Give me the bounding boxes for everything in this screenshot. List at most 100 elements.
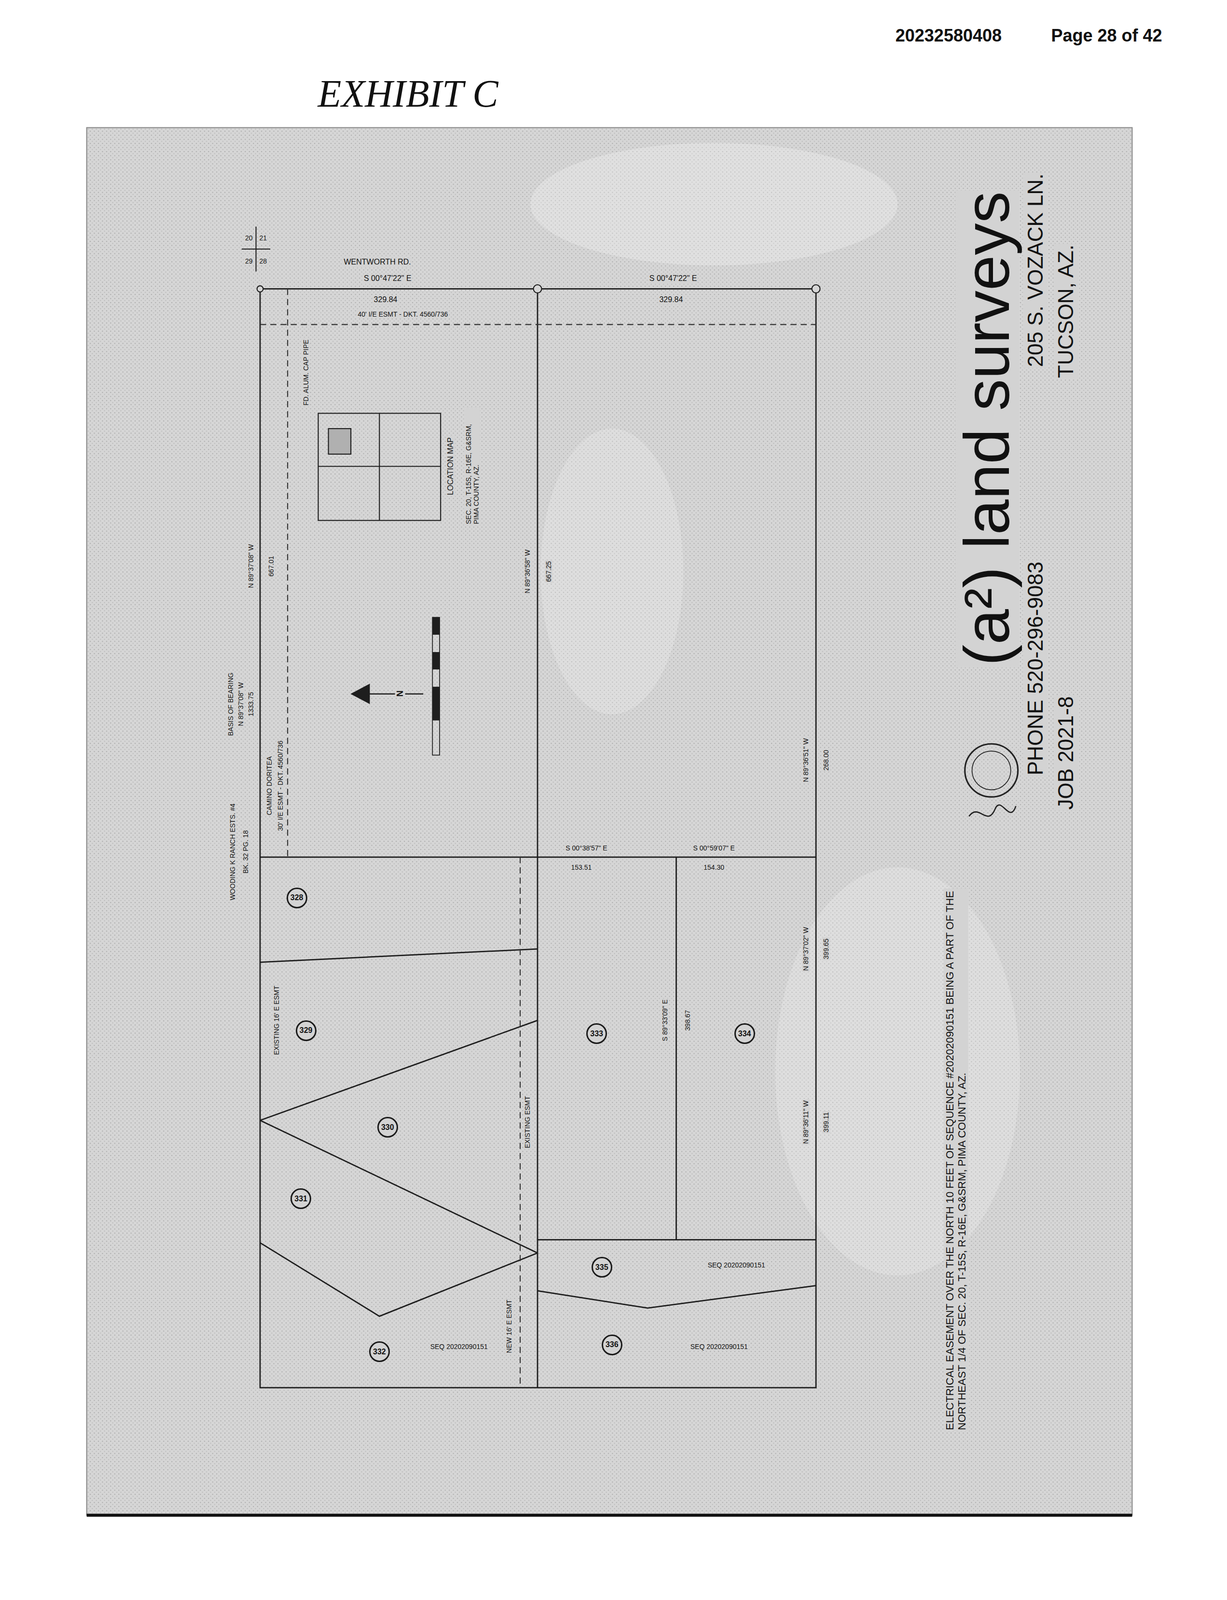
parcel-number-text: 332 <box>372 1347 387 1356</box>
monument <box>533 284 542 293</box>
parcel-number: 335 <box>591 1256 613 1278</box>
north-arrow-shaft <box>361 692 424 695</box>
section-note: SEC. 20, T-15S, R-16E, G&SRM, PIMA COUNT… <box>464 407 481 525</box>
bearing: N 89°37'08" W <box>247 543 255 590</box>
boundary-line <box>675 856 677 1240</box>
section-number: 20 <box>244 233 254 242</box>
section-number: 21 <box>258 233 269 242</box>
scale-bar-block <box>432 617 440 635</box>
scan-frame <box>86 127 1133 1515</box>
scan-blotch <box>540 428 684 715</box>
bearing: S 89°33'09" E <box>661 998 669 1042</box>
company-name: (a²) land surveys <box>955 190 1020 667</box>
distance: 153.51 <box>569 863 593 871</box>
bearing: S 00°47'22" E <box>362 274 413 283</box>
scan-blotch <box>530 142 898 266</box>
boundary-line <box>537 1285 816 1309</box>
bearing: S 00°47'22" E <box>648 274 699 283</box>
easement-note: NEW 16' E ESMT <box>505 1298 513 1354</box>
street-address: 205 S. VOZACK LN. <box>1022 172 1048 369</box>
bearing: N 89°36'58" W <box>523 548 532 594</box>
location-map-line <box>318 465 442 467</box>
distance: 154.30 <box>702 863 726 871</box>
north-letter: N <box>394 689 405 698</box>
easement-line <box>519 856 521 1388</box>
easement-note: 40' I/E ESMT - DKT. 4560/736 <box>357 310 450 318</box>
distance: 399.11 <box>822 1110 830 1133</box>
boundary-line <box>260 948 538 962</box>
outer-boundary <box>260 288 816 1388</box>
scan-noise <box>86 127 1133 1515</box>
monument-note: FD. ALUM. CAP PIPE <box>302 338 310 407</box>
scale-bar-block <box>432 686 440 721</box>
parcel-number-text: 331 <box>294 1194 308 1203</box>
bearing: N 89°36'51" W <box>801 736 810 783</box>
book-reference: BK. 32 PG. 18 <box>241 828 250 875</box>
parcel-number: 334 <box>734 1022 756 1044</box>
surveyor-seal <box>965 743 1019 816</box>
monument <box>812 284 821 293</box>
easement-lines <box>260 288 816 1388</box>
distance: 398.67 <box>683 1008 692 1032</box>
seal-inner <box>972 750 1011 790</box>
easement-line <box>260 323 816 325</box>
section-line <box>241 248 271 250</box>
job-number: JOB 2021-8 <box>1053 695 1079 811</box>
bearing: N 89°36'11" W <box>801 1099 810 1145</box>
distance: 399.65 <box>822 937 830 960</box>
bearing: N 89°37'02" W <box>801 925 810 972</box>
bearing: S 00°38'57" E <box>564 843 608 852</box>
distance: 329.84 <box>372 295 399 304</box>
signature <box>968 804 1016 816</box>
scan-edge <box>86 1513 1133 1517</box>
section-corner <box>241 226 271 272</box>
seal-outer <box>965 743 1019 797</box>
boundary-line <box>260 1242 538 1316</box>
parcel-number: 329 <box>295 1020 317 1041</box>
monuments <box>257 284 821 293</box>
parcel-number-text: 336 <box>605 1339 619 1349</box>
boundary-line <box>260 1119 538 1253</box>
distance: 268.00 <box>822 748 830 772</box>
scan-blotch <box>775 867 1021 1276</box>
exhibit-mark: EXHIBIT C <box>317 71 500 116</box>
parcel-number-text: 330 <box>381 1122 395 1132</box>
street-name: CAMINO DORITEA <box>265 755 274 816</box>
scale-bar-block <box>432 651 440 670</box>
subdivision-name: WOODING K RANCH ESTS. #4 <box>228 802 237 902</box>
north-arrow-head <box>351 684 370 704</box>
phone-number: PHONE 520-296-9083 <box>1022 560 1048 776</box>
scan-ground <box>86 127 1133 1515</box>
monument <box>257 285 264 292</box>
scale-bar-frame <box>432 617 440 755</box>
parcel-lines <box>260 288 816 1388</box>
distance: 329.84 <box>658 295 684 304</box>
parcel-number-text: 335 <box>595 1262 609 1272</box>
distance: 1333.75 <box>247 690 255 717</box>
distance: 667.25 <box>544 559 553 583</box>
easement-note: EXISTING 16' E ESMT <box>272 984 281 1056</box>
parcel-number: 332 <box>369 1340 390 1362</box>
parcel-number: 330 <box>377 1116 399 1138</box>
city: TUCSON, AZ. <box>1053 243 1079 379</box>
parcel-number-text: 328 <box>290 893 304 902</box>
basis-note: BASIS OF BEARING <box>226 671 235 737</box>
sequence-number: SEQ 20202090151 <box>706 1260 767 1269</box>
parcel-number-text: 329 <box>299 1025 313 1035</box>
boundary-line <box>537 1238 816 1241</box>
parcel-number-text: 333 <box>590 1029 604 1038</box>
easement-description: ELECTRICAL EASEMENT OVER THE NORTH 10 FE… <box>943 888 968 1431</box>
bearing: N 89°37'08" W <box>236 680 245 727</box>
sequence-number: SEQ 20202090151 <box>689 1342 749 1351</box>
subject-parcel <box>328 428 352 455</box>
scale-bar <box>432 617 440 755</box>
location-map-box <box>318 413 442 521</box>
easement-note: EXISTING ESMT <box>523 1094 532 1149</box>
parcel-number-text: 334 <box>738 1029 752 1038</box>
record-number: 20232580408 <box>894 25 1003 46</box>
boundary-line <box>537 288 539 1388</box>
distance: 667.01 <box>267 554 276 578</box>
bearing: S 00°59'07" E <box>691 843 736 852</box>
section-number: 28 <box>258 257 269 265</box>
map-title: LOCATION MAP <box>446 436 455 497</box>
